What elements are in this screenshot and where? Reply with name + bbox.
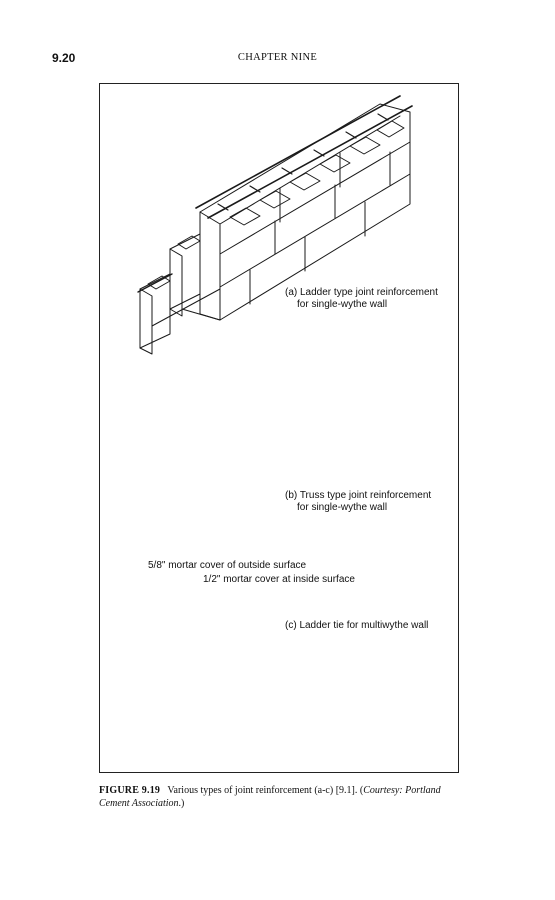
label-mortar-outside: 5/8" mortar cover of outside surface <box>148 560 307 571</box>
label-b-line2: for single-wythe wall <box>297 502 388 513</box>
label-mortar-inside: 1/2" mortar cover at inside surface <box>203 574 355 585</box>
figure-illustration <box>137 95 413 355</box>
label-a-line2: for single-wythe wall <box>297 299 388 310</box>
running-head: CHAPTER NINE <box>237 52 318 63</box>
caption-end: .) <box>178 798 185 809</box>
caption-courtesy: Courtesy: Portland Cement Association <box>99 785 441 809</box>
figure-number: FIGURE 9.19 <box>99 785 161 796</box>
label-c: (c) Ladder tie for multiwythe wall <box>285 620 429 631</box>
caption-text: Various types of joint reinforcement (a-… <box>167 785 364 796</box>
label-b-line1: (b) Truss type joint reinforcement <box>285 490 432 501</box>
label-a-line1: (a) Ladder type joint reinforcement <box>285 287 438 298</box>
figure-caption: FIGURE 9.19 Various types of joint reinf… <box>99 784 461 810</box>
figure-frame: (a) Ladder type joint reinforcement for … <box>99 83 459 773</box>
page-number: 9.20 <box>52 51 76 65</box>
wall-a-drawing <box>137 95 413 355</box>
